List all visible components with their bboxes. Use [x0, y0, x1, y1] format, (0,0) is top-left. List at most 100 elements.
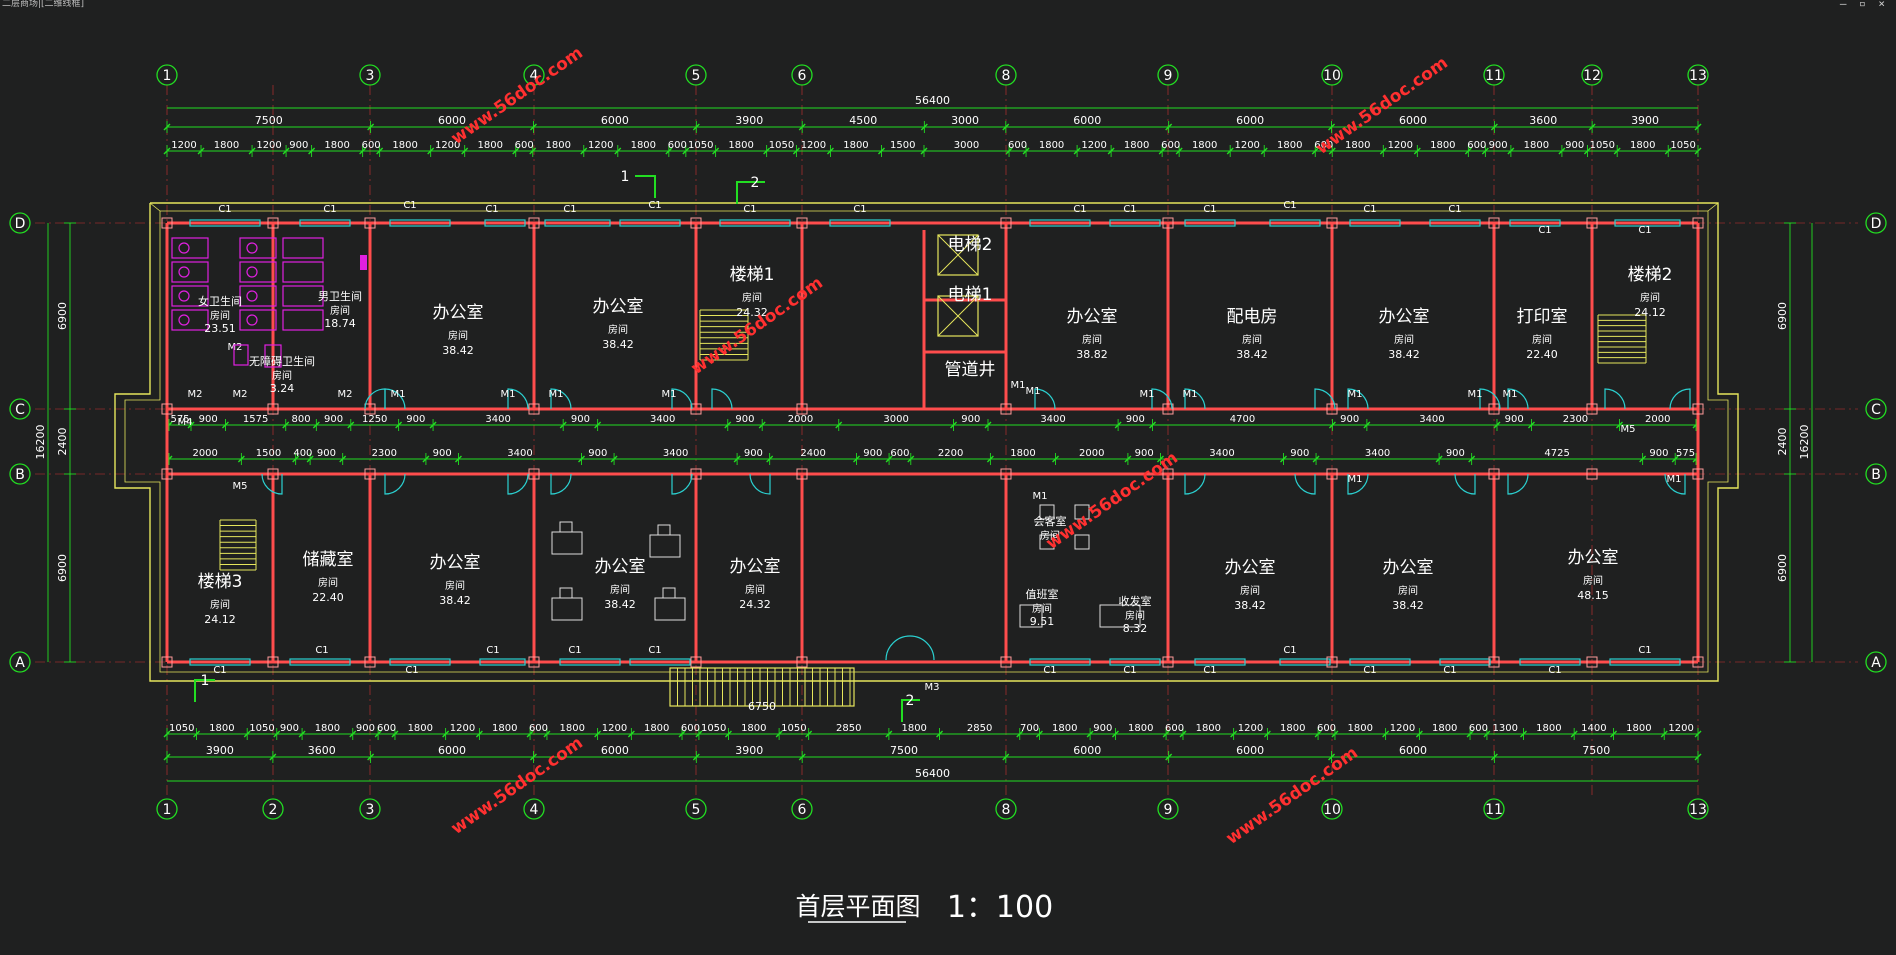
dimension-slash	[1527, 421, 1535, 429]
door-swing	[1664, 473, 1686, 495]
dimension-slash	[678, 730, 686, 738]
window	[1519, 658, 1581, 666]
section-mark	[194, 679, 215, 702]
sofa-chair-icon	[1039, 504, 1055, 520]
axis-bubble-top-circle	[1581, 64, 1603, 86]
dimension-slash	[712, 147, 720, 155]
dimension-text: 3900	[735, 744, 763, 757]
room-name: 管道井	[945, 360, 996, 380]
axis-bubble-right-circle	[1865, 212, 1887, 234]
restore-icon[interactable]: ▫	[1859, 0, 1869, 10]
room-label-layer: 女卫生间房间23.51男卫生间房间18.74无障碍卫生间房间3.24办公室房间3…	[198, 235, 1673, 635]
entrance-steps	[669, 667, 855, 707]
section-mark-label: 2	[906, 693, 915, 709]
axis-bubble-top: 10	[1323, 68, 1341, 84]
column	[1162, 403, 1174, 415]
dimension-text: 1200	[171, 140, 196, 151]
dimension-slash	[512, 147, 520, 155]
room-area: 23.51	[204, 322, 236, 335]
minimize-icon[interactable]: –	[1839, 0, 1850, 10]
toilet-stall	[171, 237, 209, 259]
toilet-stall	[239, 261, 277, 283]
axis-bubble-left: B	[15, 467, 25, 483]
room-area: 38.42	[439, 594, 471, 607]
dimension-text: 1800	[1432, 723, 1457, 734]
dimension-slash	[907, 455, 915, 463]
dimension-text: 2300	[372, 448, 397, 459]
dimension-text: 2000	[192, 448, 217, 459]
dimension-text: 3900	[206, 744, 234, 757]
room-tag: 房间	[745, 583, 765, 596]
room-name: 楼梯3	[198, 572, 243, 592]
overall-depth-right: 16200	[1798, 425, 1811, 460]
desk-top	[654, 597, 686, 621]
dimension-text: 6000	[601, 744, 629, 757]
door-swing	[1669, 388, 1691, 410]
dimension-text: 1500	[890, 140, 915, 151]
door-tag: M3	[925, 682, 940, 693]
window	[1609, 658, 1681, 666]
door-tag: M1	[391, 389, 406, 400]
sofa-chair-icon	[1039, 534, 1055, 550]
axis-bubble-top-circle	[685, 64, 707, 86]
column	[796, 468, 808, 480]
dimension-slash	[282, 421, 290, 429]
dimension-text: 600	[362, 140, 381, 151]
room-tag: 房间	[1125, 609, 1145, 622]
dimension-text: 1200	[588, 140, 613, 151]
dimension-slash	[1263, 730, 1271, 738]
axis-bubble-right-circle	[1865, 398, 1887, 420]
room-name: 电梯2	[948, 235, 993, 255]
dimension-text: 600	[1008, 140, 1027, 151]
axis-bubble-bottom: 10	[1323, 802, 1341, 818]
dimension-slash	[1175, 147, 1183, 155]
window-tag: C1	[323, 204, 336, 215]
room-name: 收发室	[1119, 594, 1152, 608]
dimension-slash	[1328, 147, 1336, 155]
dimension-slash	[798, 753, 806, 761]
dimension-slash	[805, 730, 813, 738]
close-icon[interactable]: ×	[1878, 0, 1888, 10]
window-tag: C1	[1123, 665, 1136, 676]
dimension-text: 1500	[256, 448, 281, 459]
column	[1326, 403, 1338, 415]
dimension-slash	[1328, 753, 1336, 761]
dimension-text: 1050	[1670, 140, 1695, 151]
room-name: 储藏室	[303, 550, 354, 570]
column	[364, 656, 376, 668]
dimension-text: 1200	[1238, 723, 1263, 734]
column	[1000, 217, 1012, 229]
dimension-slash	[1311, 147, 1319, 155]
dimension-text: 3400	[507, 448, 532, 459]
dimension-slash	[347, 421, 355, 429]
window-tag: C1	[218, 204, 231, 215]
window-tag: C1	[648, 200, 661, 211]
desk-top	[551, 531, 583, 555]
dimension-slash	[339, 455, 347, 463]
dimension-slash	[733, 455, 741, 463]
dimension-text: 1800	[560, 723, 585, 734]
column	[1000, 656, 1012, 668]
column	[1488, 468, 1500, 480]
dimension-slash	[1520, 730, 1528, 738]
watermark-text: www.56doc.com	[1223, 743, 1362, 849]
urinal-stall	[282, 309, 324, 331]
room-label: 电梯1	[948, 285, 993, 305]
dimension-slash	[1124, 455, 1132, 463]
dimension-slash	[1435, 455, 1443, 463]
window-tag: C1	[568, 645, 581, 656]
dimension-text: 1800	[546, 140, 571, 151]
room-tag: 房间	[210, 598, 230, 611]
sofa-chair-icon	[1074, 534, 1090, 550]
dimension-text: 1200	[1390, 723, 1415, 734]
room-name: 男卫生间	[318, 289, 362, 303]
dimension-text: 600	[1469, 723, 1488, 734]
dimension-text: 1800	[728, 140, 753, 151]
dimension-slash	[306, 455, 314, 463]
window	[1029, 658, 1091, 666]
